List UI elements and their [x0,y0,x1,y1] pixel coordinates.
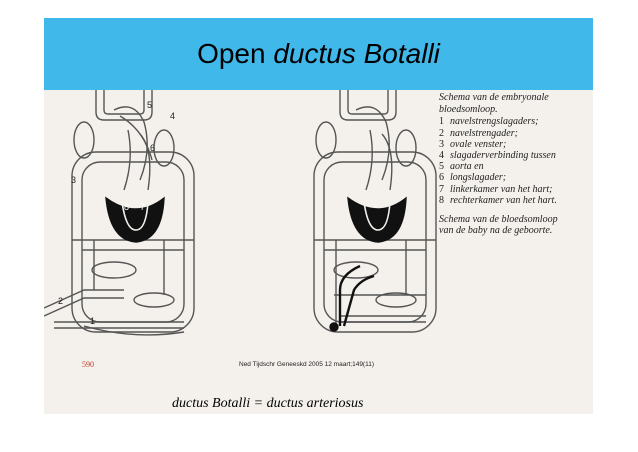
legend-item-number: 6 [439,172,444,184]
caption-area: ductus Botalli = ductus arteriosus [44,380,593,414]
circulation-diagrams [44,90,437,336]
legend-item-number: 5 [439,161,444,173]
legend-item-number: 1 [439,116,444,128]
legend-item-number: 2 [439,127,444,139]
diagram-label-1: 1 [90,316,96,326]
diagram-label-7: 7 [140,202,146,212]
legend-item-text: aorta en [450,161,484,173]
diagram-label-4: 4 [170,111,176,121]
title-bar: Open ductus Botalli [44,18,593,90]
legend-item-text: ovale venster; [450,138,507,150]
legend-item-text: rechterkamer van het hart. [450,194,557,206]
legend-item: 6 longslagader; [439,172,589,183]
legend-item: 8 rechterkamer van het hart. [439,195,589,206]
title-italic: ductus Botalli [273,38,440,69]
caption: ductus Botalli = ductus arteriosus [172,396,364,411]
figure-legend: Schema van de embryonale bloedsomloop. 1… [439,92,589,236]
legend-header-1: Schema van de embryonale [439,92,549,103]
legend-item: 4 slagaderverbinding tussen [439,150,589,161]
legend-item-number: 3 [439,138,444,150]
legend-item: 2 navelstrengader; [439,128,589,139]
after-birth-diagram [313,90,437,333]
legend-item-text: linkerkamer van het hart; [450,183,553,195]
diagram-label-6: 6 [150,143,156,153]
legend-item: 7 linkerkamer van het hart; [439,184,589,195]
legend-after-1: Schema van de bloedsomloop [439,214,558,226]
embryonal-diagram [44,90,195,336]
diagram-label-5: 5 [147,100,153,110]
diagram-label-2: 2 [58,296,64,306]
citation: Ned Tijdschr Geneeskd 2005 12 maart;149(… [239,361,375,368]
legend-item: 1 navelstrengslagaders; [439,116,589,127]
title-prefix: Open [197,38,266,69]
circulation-figure: 5 4 6 3 8 7 2 1 Schema van de embryonale… [44,90,593,380]
legend-item-number: 7 [439,183,444,195]
legend-header-2: bloedsomloop. [439,104,498,116]
legend-item-number: 4 [439,150,444,162]
legend-item-number: 8 [439,194,444,206]
legend-item-text: navelstrengslagaders; [450,116,539,128]
legend-item-text: longslagader; [450,172,507,184]
legend-item: 3 ovale venster; [439,139,589,150]
legend-item: 5 aorta en [439,161,589,172]
legend-item-text: slagaderverbinding tussen [450,150,556,162]
diagram-label-3: 3 [71,175,77,185]
legend-item-text: navelstrengader; [450,127,518,139]
page-number: 590 [82,360,94,369]
slide-title: Open ductus Botalli [197,38,440,70]
legend-after-2: van de baby na de geboorte. [439,225,553,237]
diagram-label-8: 8 [124,202,130,212]
